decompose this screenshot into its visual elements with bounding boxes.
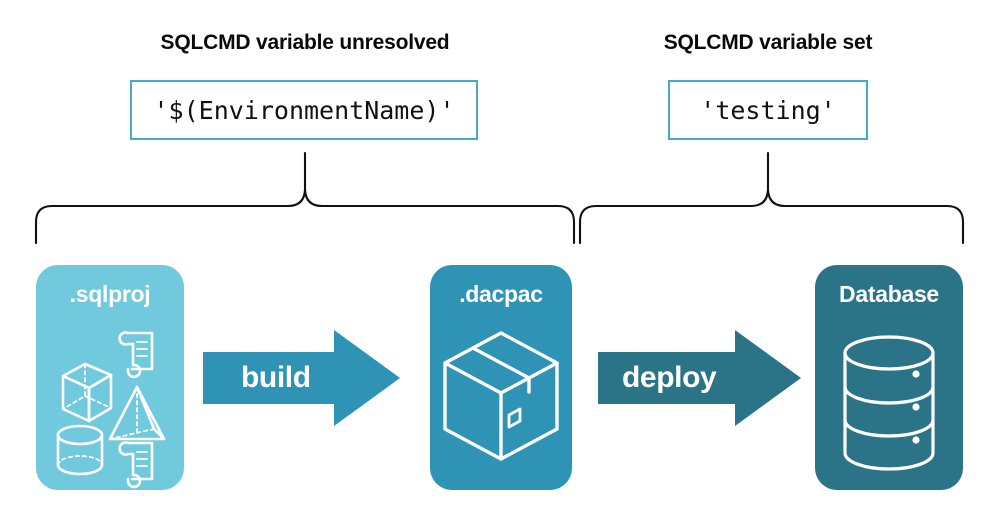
brace-group: [34, 151, 965, 245]
cube-icon: [61, 362, 113, 423]
pyramid-icon: [108, 385, 166, 441]
card-dacpac: .dacpac: [430, 265, 572, 490]
scroll-icon: [118, 441, 154, 489]
arrow-build: build: [203, 330, 400, 426]
package-box-icon: [443, 331, 559, 461]
arrow-deploy: deploy: [598, 330, 801, 426]
cylinder-icon: [56, 424, 104, 476]
annotation-heading-left: SQLCMD variable unresolved: [160, 31, 450, 54]
card-sqlproj-label: .sqlproj: [69, 281, 151, 307]
card-dacpac-label: .dacpac: [459, 281, 543, 307]
sqlcmd-variable-unresolved-value: '$(EnvironmentName)': [130, 80, 478, 140]
card-database-artwork: [815, 317, 963, 490]
card-database-label: Database: [839, 281, 939, 307]
card-database: Database: [815, 265, 963, 490]
left-brace: [34, 151, 576, 245]
arrow-deploy-shape: [598, 330, 801, 426]
card-dacpac-artwork: [430, 317, 572, 490]
arrow-build-shape: [203, 330, 400, 426]
right-brace: [578, 151, 965, 245]
card-sqlproj: .sqlproj: [36, 265, 184, 490]
annotation-heading-right: SQLCMD variable set: [663, 31, 873, 54]
scroll-icon: [118, 331, 154, 379]
sqlcmd-variable-set-value: 'testing': [668, 80, 868, 140]
arrow-deploy-label: deploy: [622, 361, 717, 394]
arrow-build-label: build: [241, 361, 311, 394]
database-cylinder-icon: [843, 335, 935, 471]
card-sqlproj-artwork: [36, 317, 184, 490]
